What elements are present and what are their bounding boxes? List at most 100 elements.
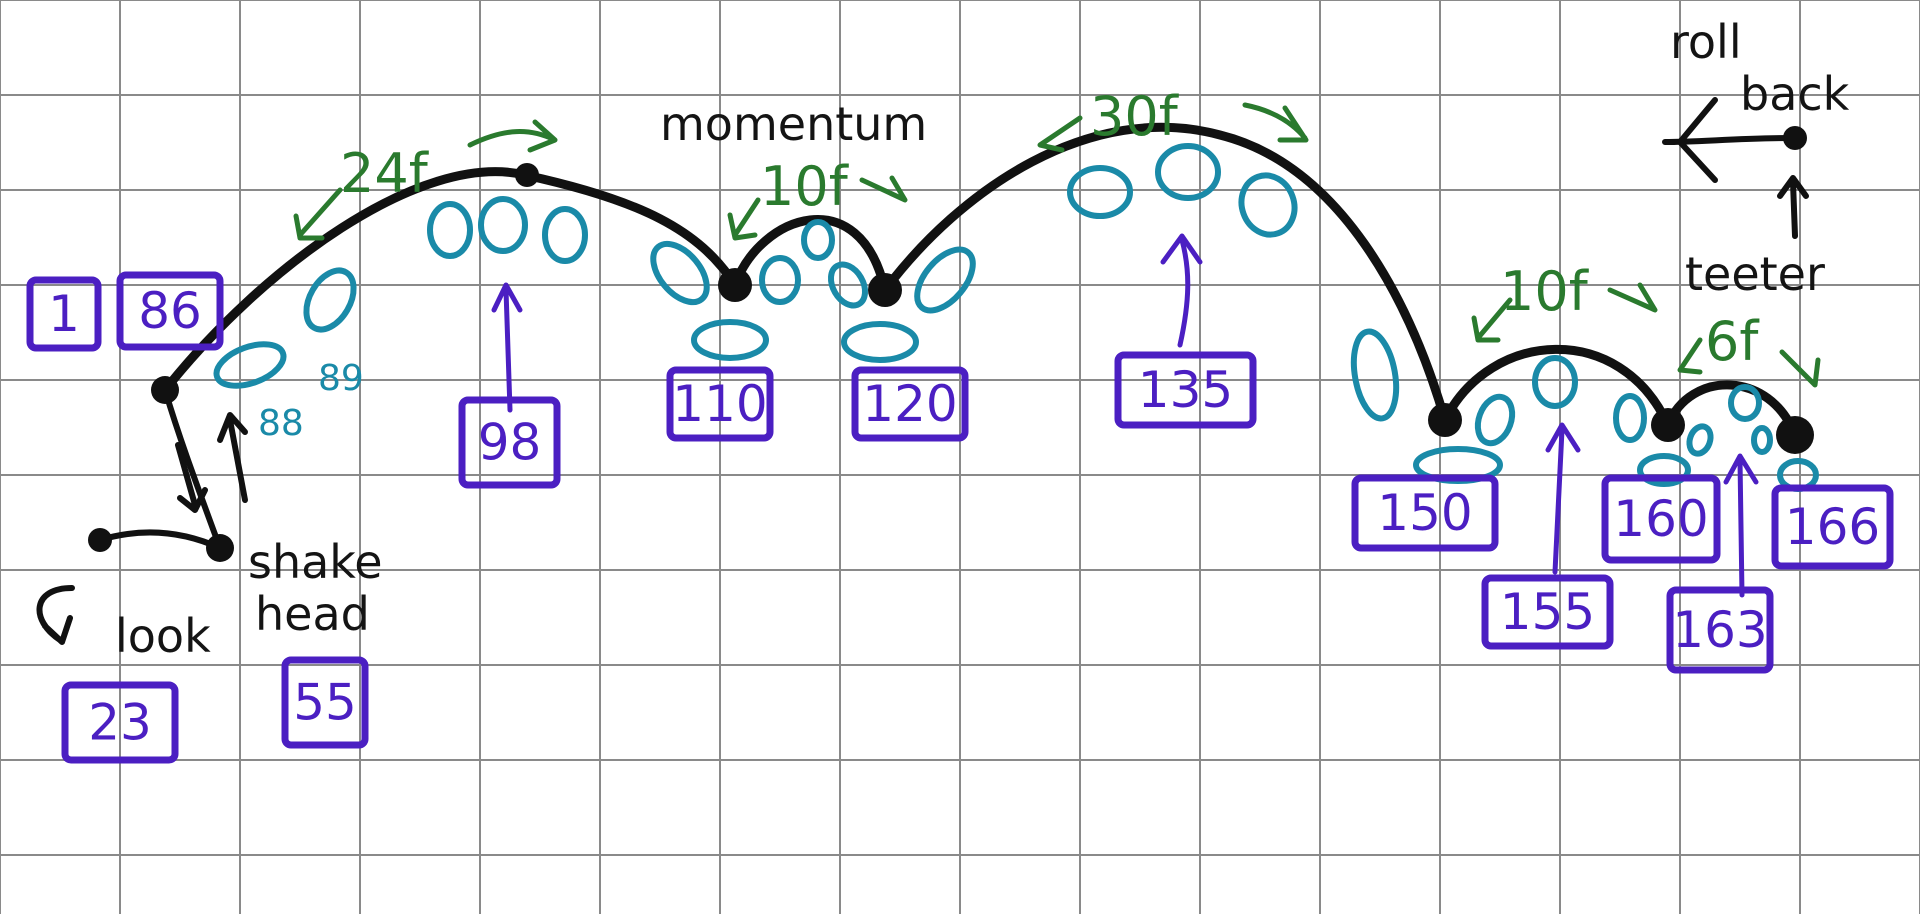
spacing-label-30f: 30f [1090, 85, 1180, 148]
frame-number: 166 [1785, 498, 1880, 556]
shake-label: shake [248, 535, 383, 589]
frame-box-outline [458, 396, 561, 489]
key-pose-dot [1651, 408, 1685, 442]
inbetween-oval [1532, 355, 1578, 409]
inbetween-oval [213, 341, 287, 389]
frame-box-166: 166 [1771, 484, 1894, 570]
inbetween-oval [827, 261, 869, 309]
frame-number: 163 [1672, 601, 1767, 659]
frame-box-outline [61, 681, 179, 764]
frame-box-outline [26, 276, 102, 352]
frame-box-outline [1771, 484, 1894, 570]
inbetween-oval [427, 201, 473, 259]
frame-box-1: 1 [26, 276, 102, 352]
momentum-label: momentum [660, 97, 927, 151]
spacing-arrow-30f-left [1037, 115, 1083, 153]
frame-box-160: 160 [1601, 474, 1721, 564]
inbetween-oval [1686, 423, 1714, 457]
frame-number: 55 [293, 674, 357, 732]
key-pose-dot [206, 534, 234, 562]
inbetween-oval [1474, 393, 1516, 447]
frame-number: 1 [48, 285, 80, 343]
key-pose-dot [1428, 403, 1462, 437]
pointer-155 [1545, 422, 1581, 575]
spacing-label-10f-b: 10f [1500, 260, 1590, 323]
inbetween-oval [1728, 384, 1762, 422]
arc-2 [730, 215, 890, 295]
look-label: look [115, 609, 211, 663]
inbetween-oval [1350, 328, 1400, 422]
spacing-arrow-30f-right [1242, 102, 1309, 143]
frame-box-120: 120 [851, 366, 969, 442]
spacing-arrow-6f-right [1779, 349, 1821, 388]
spacing-arrows [293, 102, 1821, 388]
curved-arrow-icon [36, 585, 75, 645]
teeter-label: teeter [1685, 247, 1825, 301]
arc-1 [160, 167, 740, 395]
pointer-135 [1160, 233, 1203, 348]
inbetween-oval [1637, 453, 1691, 487]
frame-box-55: 55 [281, 656, 369, 749]
inbetween-oval [542, 206, 588, 264]
roll-label: roll [1670, 15, 1742, 69]
up-arrow-icon [217, 412, 248, 503]
frame-number: 135 [1138, 361, 1233, 419]
frame-box-23: 23 [61, 681, 179, 764]
frame-number: 110 [672, 375, 767, 433]
key-pose-dots [88, 126, 1814, 562]
arc-4 [1440, 344, 1673, 430]
frame-number: 98 [478, 414, 542, 472]
key-pose-dot [151, 376, 179, 404]
inbetween-label-89: 89 [318, 358, 364, 399]
frame-box-155: 155 [1481, 574, 1614, 650]
shake-head-stroke [162, 387, 223, 551]
pointer-98 [491, 282, 523, 413]
frame-box-outline [1114, 351, 1257, 429]
inbetween-oval [1155, 143, 1221, 201]
frame-box-150: 150 [1351, 474, 1499, 552]
down-arrow-icon [175, 442, 208, 513]
spacing-arrow-24f-left [293, 187, 343, 241]
inbetween-oval [801, 219, 835, 261]
inbetween-oval [759, 255, 801, 305]
frame-box-110: 110 [666, 366, 774, 442]
inbetween-ovals [213, 143, 1819, 492]
spacing-arrow-10f-b-left [1471, 297, 1513, 343]
frame-box-135: 135 [1114, 351, 1257, 429]
inbetween-label-88: 88 [258, 403, 304, 444]
spacing-arrow-10f-b-right [1607, 282, 1658, 313]
back-label: back [1740, 67, 1850, 121]
frame-number: 160 [1613, 490, 1708, 548]
inbetween-oval [691, 319, 769, 361]
frame-box-outline [1601, 474, 1721, 564]
frame-box-outline [851, 366, 969, 442]
pointer-163 [1723, 453, 1759, 598]
frame-number: 86 [138, 282, 202, 340]
head-label: head [255, 587, 370, 641]
key-pose-dot [718, 268, 752, 302]
frame-box-outline [281, 656, 369, 749]
frame-box-outline [1666, 586, 1774, 674]
frame-number: 120 [862, 375, 957, 433]
inbetween-oval [1613, 393, 1647, 443]
inbetween-oval [478, 196, 528, 254]
up-arrow-icon [1777, 175, 1809, 239]
frame-box-outline [116, 271, 224, 351]
frame-pointers [491, 233, 1759, 598]
inbetween-oval [914, 246, 976, 314]
inbetween-oval [1238, 172, 1298, 238]
key-pose-dot [88, 528, 112, 552]
spacing-arrow-24f-right [467, 119, 558, 153]
frame-number: 150 [1377, 484, 1472, 542]
arc-5 [1663, 380, 1800, 440]
left-arrow-icon [1677, 97, 1718, 183]
spacing-arrow-10f-a-right [859, 175, 908, 203]
key-pose-dot [1776, 416, 1814, 454]
spacing-label-10f-a: 10f [760, 155, 850, 218]
frame-box-outline [1351, 474, 1499, 552]
motion-path [97, 122, 1800, 551]
inbetween-oval [303, 267, 357, 333]
spacing-label-6f: 6f [1705, 310, 1760, 373]
